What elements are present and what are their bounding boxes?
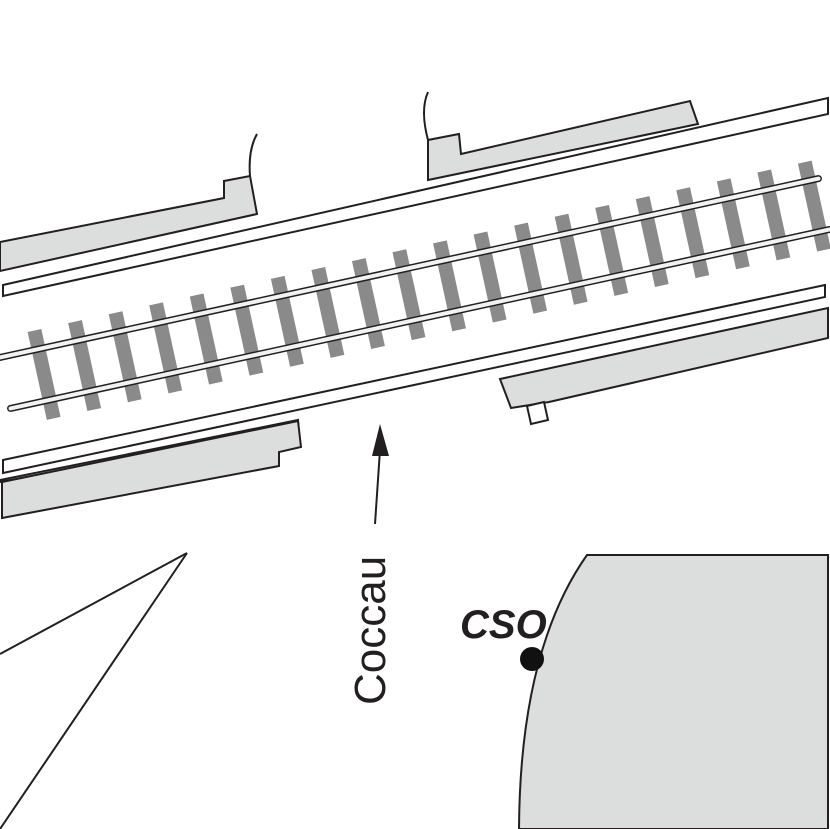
platform-north-curve-left: [248, 133, 258, 177]
station-label: Coccau: [346, 556, 395, 705]
platform-south: [0, 283, 829, 520]
cso-label: CSO: [460, 603, 547, 647]
platform-south-right-area: [498, 306, 829, 410]
platform-south-small-box: [525, 400, 550, 426]
platform-south-edge: [1, 283, 826, 475]
arrow-shaft: [374, 449, 381, 525]
platform-north-edge: [2, 96, 829, 298]
road-lines: [0, 552, 188, 829]
road-line-upper: [0, 552, 188, 655]
cso-area: [517, 554, 829, 829]
road-line-lower: [0, 552, 188, 829]
platform-north-curve-right: [423, 91, 429, 141]
arrow-head: [372, 424, 389, 456]
rail-upper: [0, 176, 821, 360]
railway-track: [0, 160, 830, 420]
cso-marker-dot: [520, 647, 544, 671]
platform-south-left-shape: [1, 419, 303, 520]
station-arrow: [372, 424, 389, 525]
platform-north: [0, 91, 829, 298]
rail-lower: [8, 227, 830, 411]
